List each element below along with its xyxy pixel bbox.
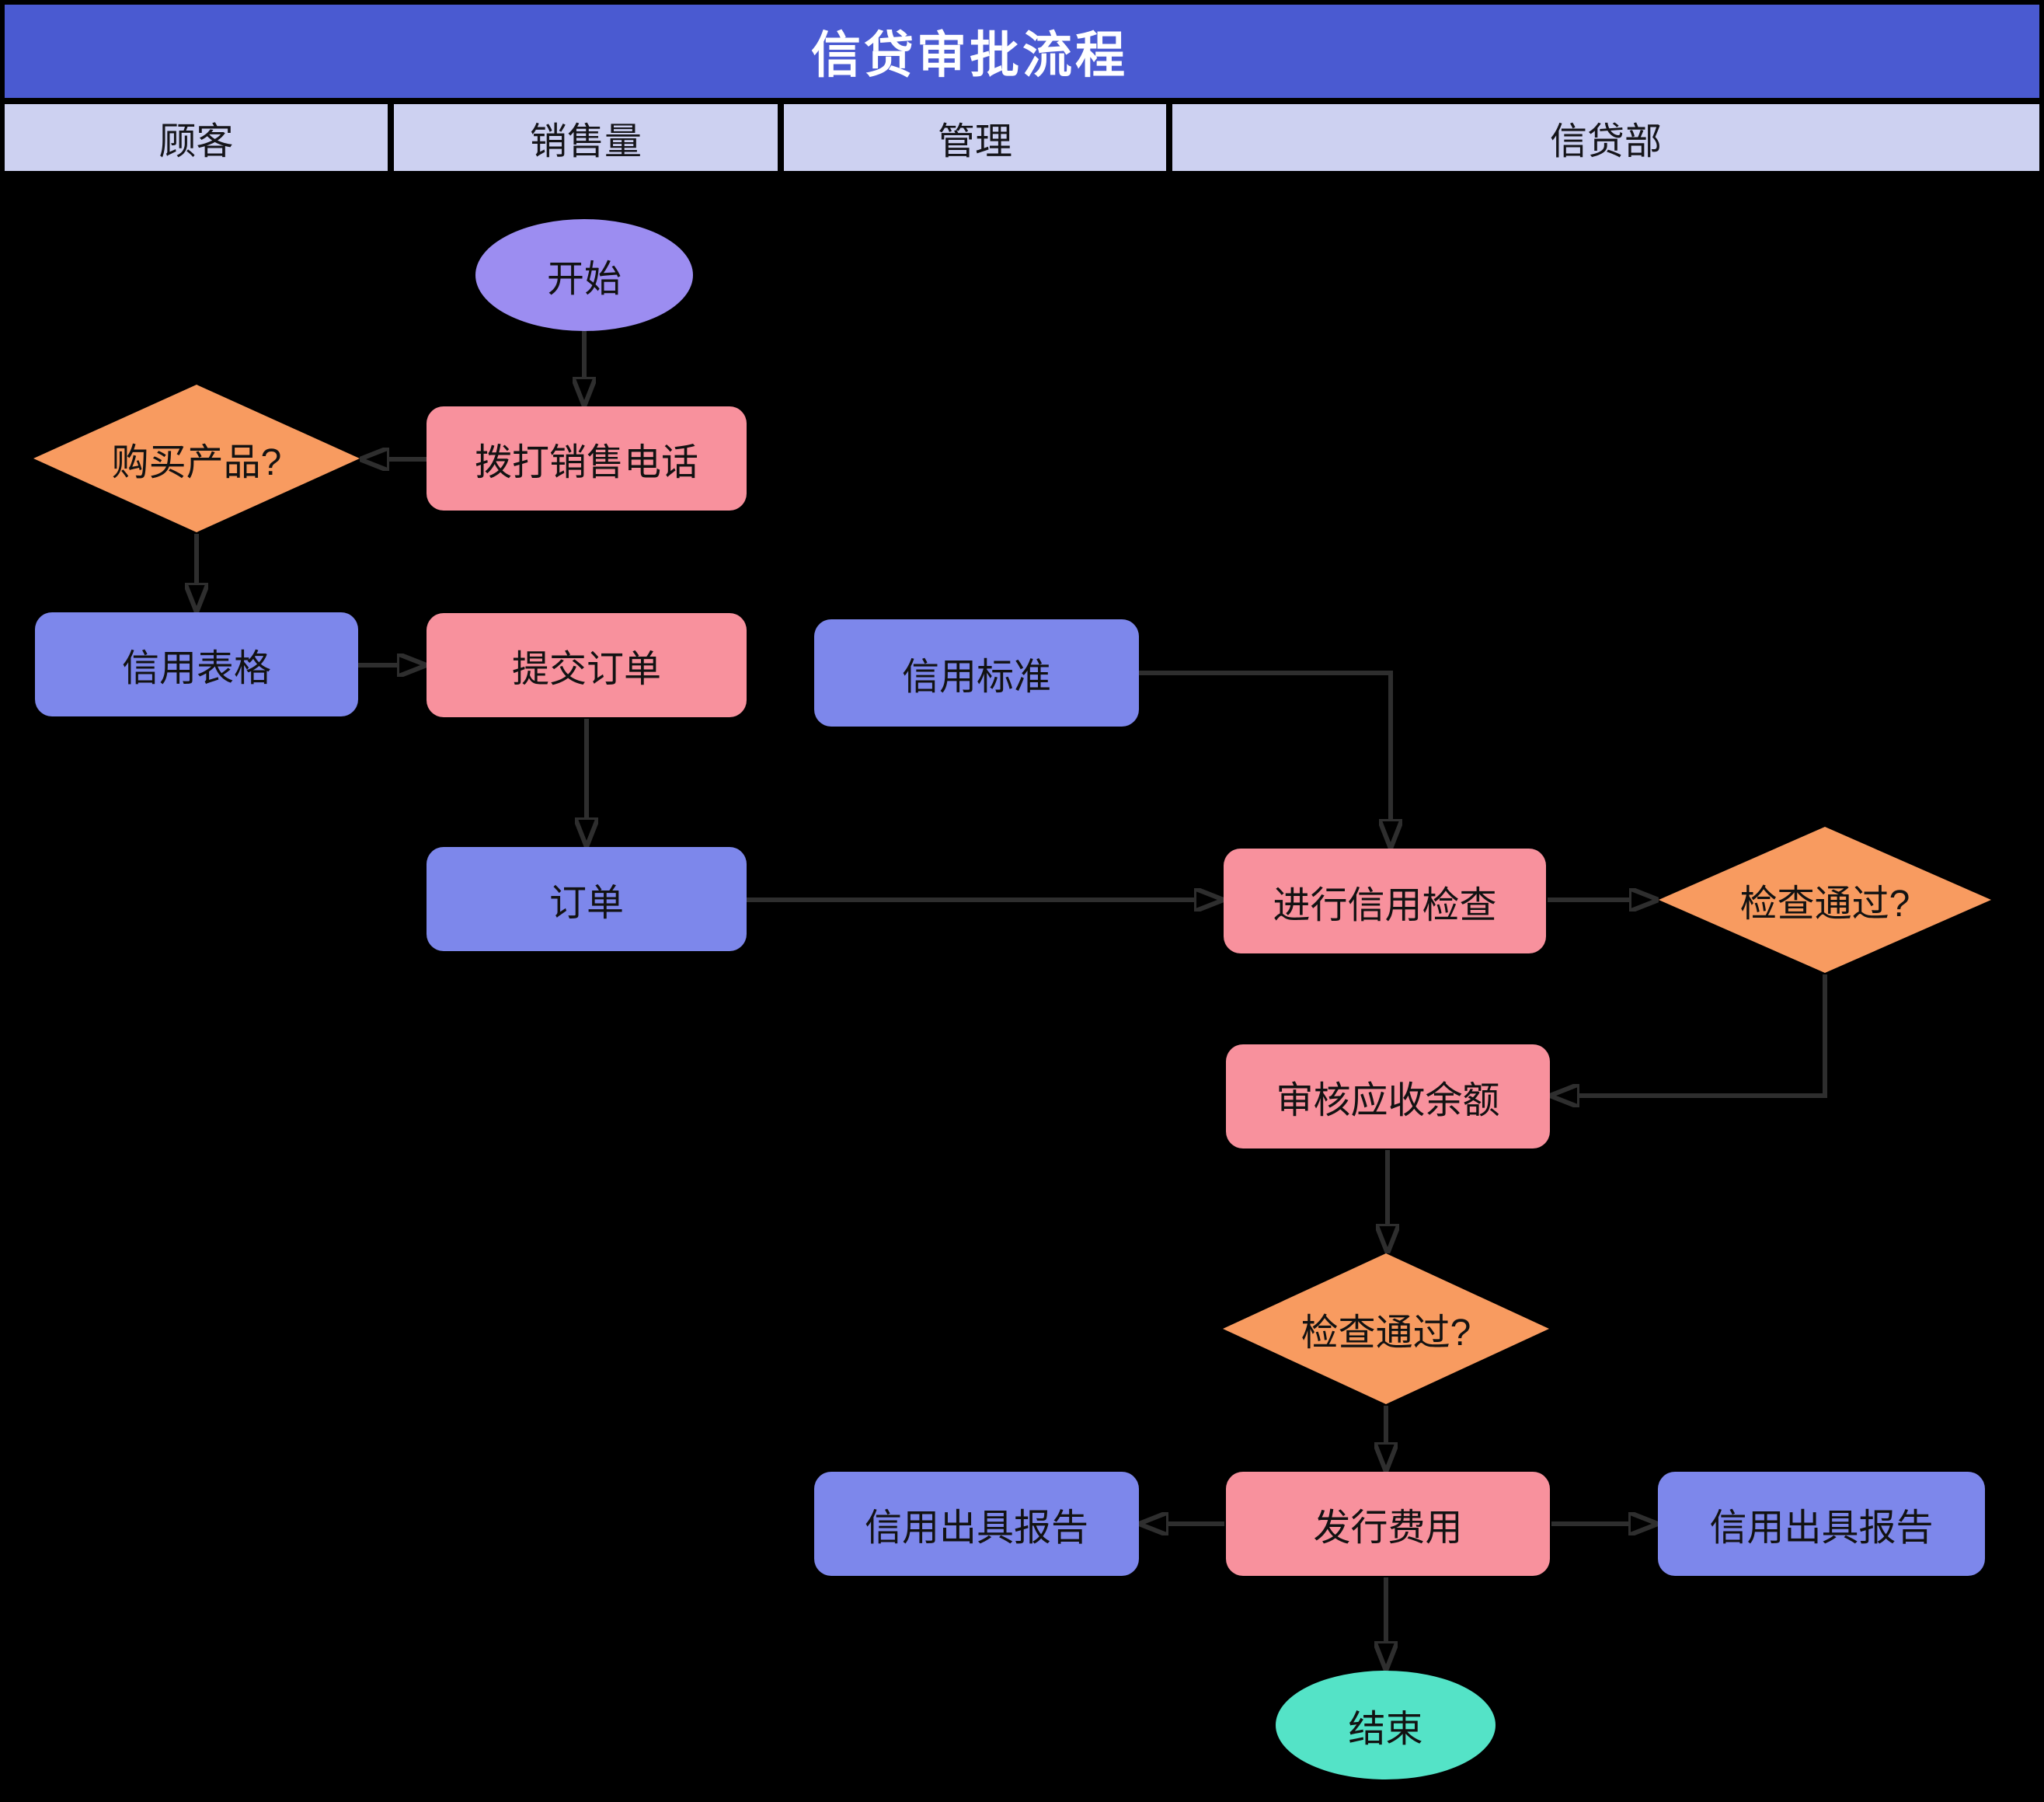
node-label: 订单 [548, 883, 624, 924]
node-label: 进行信用检查 [1273, 884, 1497, 926]
node-label: 发行费用 [1313, 1507, 1463, 1549]
lane-header-credit-dept: 信贷部 [1172, 104, 2039, 171]
lane-label: 顾客 [158, 121, 234, 162]
node-label: 结束 [1348, 1709, 1423, 1750]
node-issue-fee: 发行费用 [1226, 1472, 1550, 1576]
node-review-balance: 审核应收余额 [1226, 1044, 1550, 1148]
lane-header-customer: 顾客 [5, 104, 388, 171]
node-call-sales: 拨打销售电话 [427, 406, 747, 511]
node-label: 审核应收余额 [1276, 1080, 1500, 1121]
node-label: 信用表格 [121, 648, 271, 689]
node-label: 检查通过? [1739, 884, 1910, 925]
edge-checkpass1-reviewbalance [1578, 974, 1827, 1096]
node-label: 提交订单 [511, 649, 661, 690]
diagram-title-bar: 信贷审批流程 [5, 5, 2039, 98]
node-submit-order: 提交订单 [427, 613, 747, 717]
node-label: 购买产品? [111, 442, 282, 483]
node-order: 订单 [427, 847, 747, 951]
lane-label: 管理 [937, 121, 1012, 162]
edge-creditstandard-creditcheck [1139, 671, 1391, 821]
node-end: 结束 [1276, 1671, 1496, 1779]
node-label: 信用标准 [901, 657, 1051, 698]
node-label: 开始 [546, 259, 622, 300]
node-label: 检查通过? [1301, 1312, 1471, 1354]
node-credit-report-left: 信用出具报告 [814, 1472, 1139, 1576]
node-credit-check: 进行信用检查 [1224, 849, 1546, 953]
lane-header-sales: 销售量 [394, 104, 778, 171]
node-label: 信用出具报告 [1709, 1507, 1934, 1549]
node-credit-form: 信用表格 [35, 612, 358, 716]
lane-header-management: 管理 [784, 104, 1166, 171]
lane-label: 信贷部 [1549, 121, 1662, 162]
node-label: 拨打销售电话 [474, 442, 698, 483]
lane-label: 销售量 [529, 121, 642, 162]
page-title: 信贷审批流程 [811, 27, 1128, 83]
node-label: 信用出具报告 [864, 1507, 1088, 1549]
node-credit-standard: 信用标准 [814, 619, 1139, 727]
node-credit-report-right: 信用出具报告 [1658, 1472, 1985, 1576]
node-start: 开始 [475, 219, 693, 331]
